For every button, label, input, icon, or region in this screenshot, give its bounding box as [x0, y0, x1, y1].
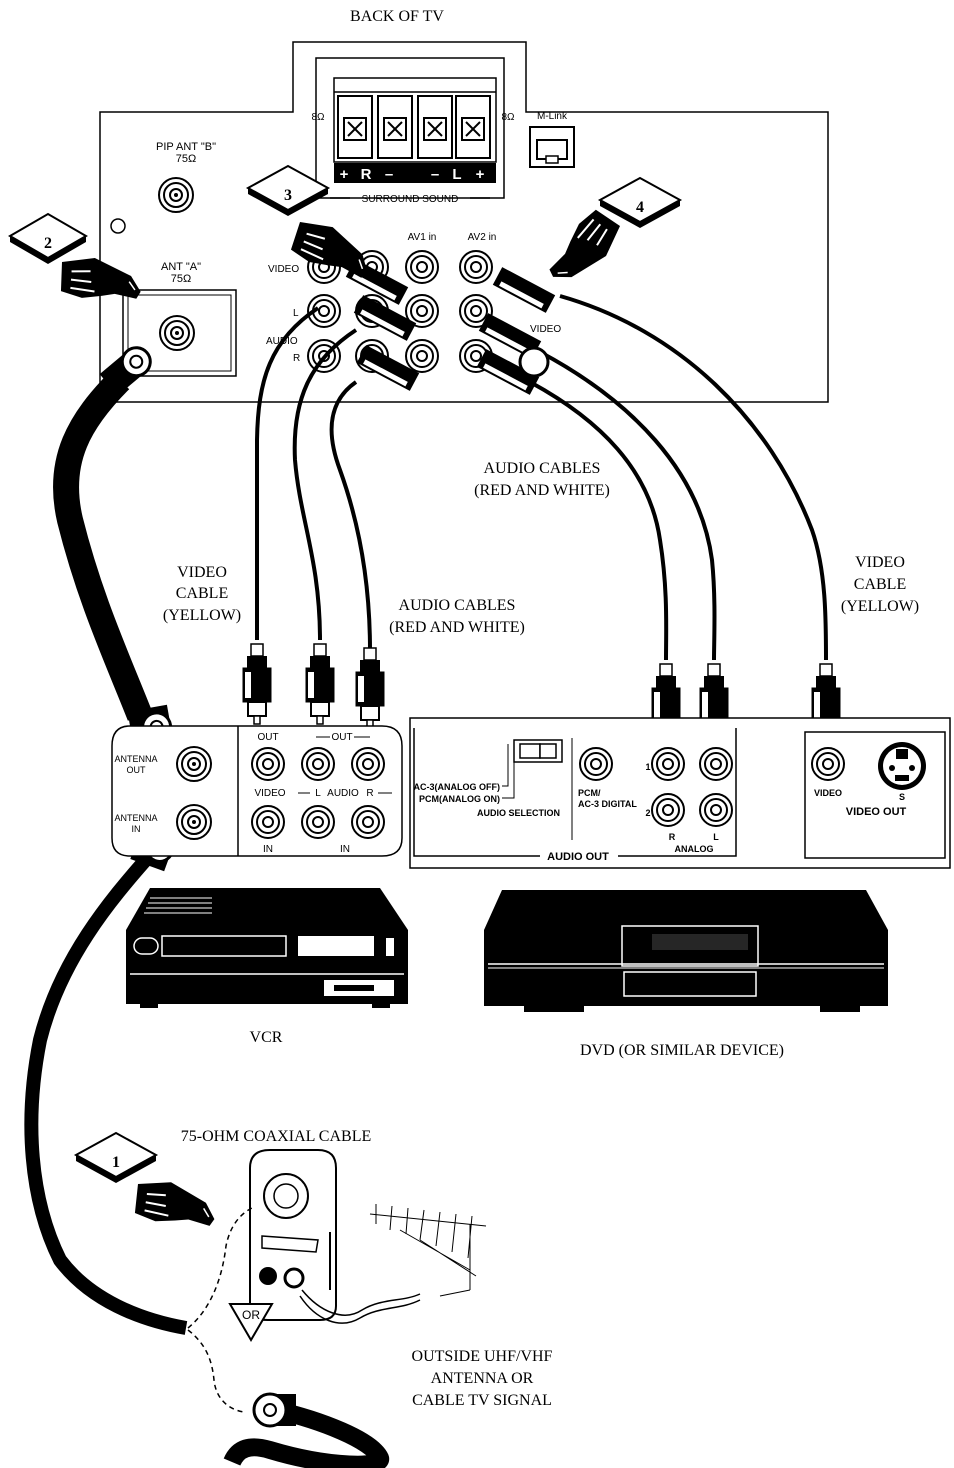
ac3-digital-label: AC-3 DIGITAL — [578, 799, 637, 809]
jack-header-av2: AV2 in — [468, 232, 497, 243]
jack-header-av1: AV1 in — [408, 232, 437, 243]
coax-cable-label: 75-OHM COAXIAL CABLE — [181, 1128, 372, 1145]
step-4-number: 4 — [636, 199, 644, 216]
vcr-r-label: R — [366, 788, 373, 799]
ohm-right-label: 8Ω — [501, 112, 515, 123]
video-out-label: VIDEO OUT — [846, 806, 907, 818]
outside-antenna-label-2: ANTENNA OR — [431, 1370, 534, 1387]
vcr-device — [126, 888, 408, 1008]
vcr-out-label: OUT — [331, 732, 352, 743]
vcr-l-label: L — [315, 788, 321, 799]
polarity-label: R — [361, 166, 372, 183]
mlink-port — [530, 127, 574, 167]
wall-plate — [250, 1150, 336, 1320]
outside-antenna-label-3: CABLE TV SIGNAL — [412, 1392, 552, 1409]
ant-a-label: ANT "A" — [161, 261, 201, 273]
analog-r-label: R — [669, 832, 676, 842]
audio-cable-left-label-2: (RED AND WHITE) — [389, 619, 525, 636]
s-label: S — [899, 792, 905, 802]
or-label: OR — [242, 1308, 260, 1322]
ant-a-ohm: 75Ω — [171, 273, 191, 285]
vcr-antenna-in-label-2: IN — [132, 824, 141, 834]
pip-antenna-jack — [159, 178, 193, 212]
step-1-number: 1 — [112, 1154, 120, 1171]
s-video-jack — [878, 742, 926, 790]
row-label-r: R — [293, 353, 300, 364]
row-label-svideo: VIDEO — [530, 324, 561, 335]
dvd-panel: AC-3(ANALOG OFF) PCM(ANALOG ON) AUDIO SE… — [410, 718, 950, 868]
vcr-out-label: OUT — [257, 732, 278, 743]
polarity-label: + — [476, 166, 485, 183]
ohm-left-label: 8Ω — [311, 112, 325, 123]
video-cable-right-label-3: (YELLOW) — [841, 598, 919, 615]
dvd-label: DVD (OR SIMILAR DEVICE) — [580, 1042, 784, 1059]
outside-cable — [232, 1394, 380, 1465]
or-symbol: OR — [230, 1304, 272, 1340]
step-3-number: 3 — [284, 187, 292, 204]
video-cable-right-label-2: CABLE — [854, 576, 906, 593]
outside-antenna-label-1: OUTSIDE UHF/VHF — [412, 1348, 553, 1365]
vcr-antenna-in-label-1: ANTENNA — [114, 813, 157, 823]
pip-ant-ohm: 75Ω — [176, 153, 196, 165]
vcr-in-label: IN — [263, 844, 273, 855]
surround-sound-label: SURROUND SOUND — [362, 194, 459, 205]
audio-cable-right-label-1: AUDIO CABLES — [484, 460, 601, 477]
vcr-panel: ANTENNA OUT ANTENNA IN OUT OUT VIDEO L A… — [112, 726, 402, 856]
analog-row-1: 1 — [645, 762, 650, 772]
polarity-label: L — [452, 166, 461, 183]
ac3-analog-off-label: AC-3(ANALOG OFF) — [414, 782, 501, 792]
analog-l-label: L — [713, 832, 719, 842]
polarity-label: + — [340, 166, 349, 183]
antenna-a-jack — [160, 316, 194, 350]
analog-row-2: 2 — [645, 808, 650, 818]
rca-plugs-vcr — [243, 644, 384, 728]
outdoor-antenna — [370, 1204, 486, 1296]
dvd-video-label: VIDEO — [814, 788, 842, 798]
video-cable-left-label-2: CABLE — [176, 585, 228, 602]
vcr-label: VCR — [250, 1029, 283, 1046]
screw-hole — [111, 219, 125, 233]
vcr-audio-label: AUDIO — [327, 788, 359, 799]
row-label-l: L — [293, 308, 299, 319]
audio-cable-left-label-1: AUDIO CABLES — [399, 597, 516, 614]
pcm-label: PCM/ — [578, 788, 601, 798]
surround-sound-terminals: + R – – L + SURROUND SOUND 8Ω 8Ω — [311, 58, 515, 205]
back-of-tv-title: BACK OF TV — [350, 8, 444, 25]
audio-cable-right-label-2: (RED AND WHITE) — [474, 482, 610, 499]
step-1-marker: 1 — [76, 1133, 221, 1241]
vcr-antenna-out-label-2: OUT — [127, 765, 147, 775]
video-cable-right-label-1: VIDEO — [855, 554, 905, 571]
audio-selection-label: AUDIO SELECTION — [477, 808, 560, 818]
video-cable-left-label-3: (YELLOW) — [163, 607, 241, 624]
vcr-video-label: VIDEO — [254, 788, 285, 799]
mlink-label: M-Link — [537, 111, 568, 122]
vcr-in-label: IN — [340, 844, 350, 855]
pcm-ac3-digital-jack — [580, 748, 612, 780]
tv-back-panel: + R – – L + SURROUND SOUND 8Ω 8Ω M-Link … — [100, 42, 828, 402]
video-cable-left-label-1: VIDEO — [177, 564, 227, 581]
audio-out-label: AUDIO OUT — [547, 851, 609, 863]
pcm-analog-on-label: PCM(ANALOG ON) — [419, 794, 500, 804]
vcr-antenna-out-label-1: ANTENNA — [114, 754, 157, 764]
polarity-label: – — [431, 166, 439, 183]
step-2-number: 2 — [44, 235, 52, 252]
pip-ant-label: PIP ANT "B" — [156, 141, 216, 153]
polarity-label: – — [385, 166, 393, 183]
dvd-device — [484, 890, 888, 1012]
analog-label: ANALOG — [675, 844, 714, 854]
row-label-video: VIDEO — [268, 264, 299, 275]
